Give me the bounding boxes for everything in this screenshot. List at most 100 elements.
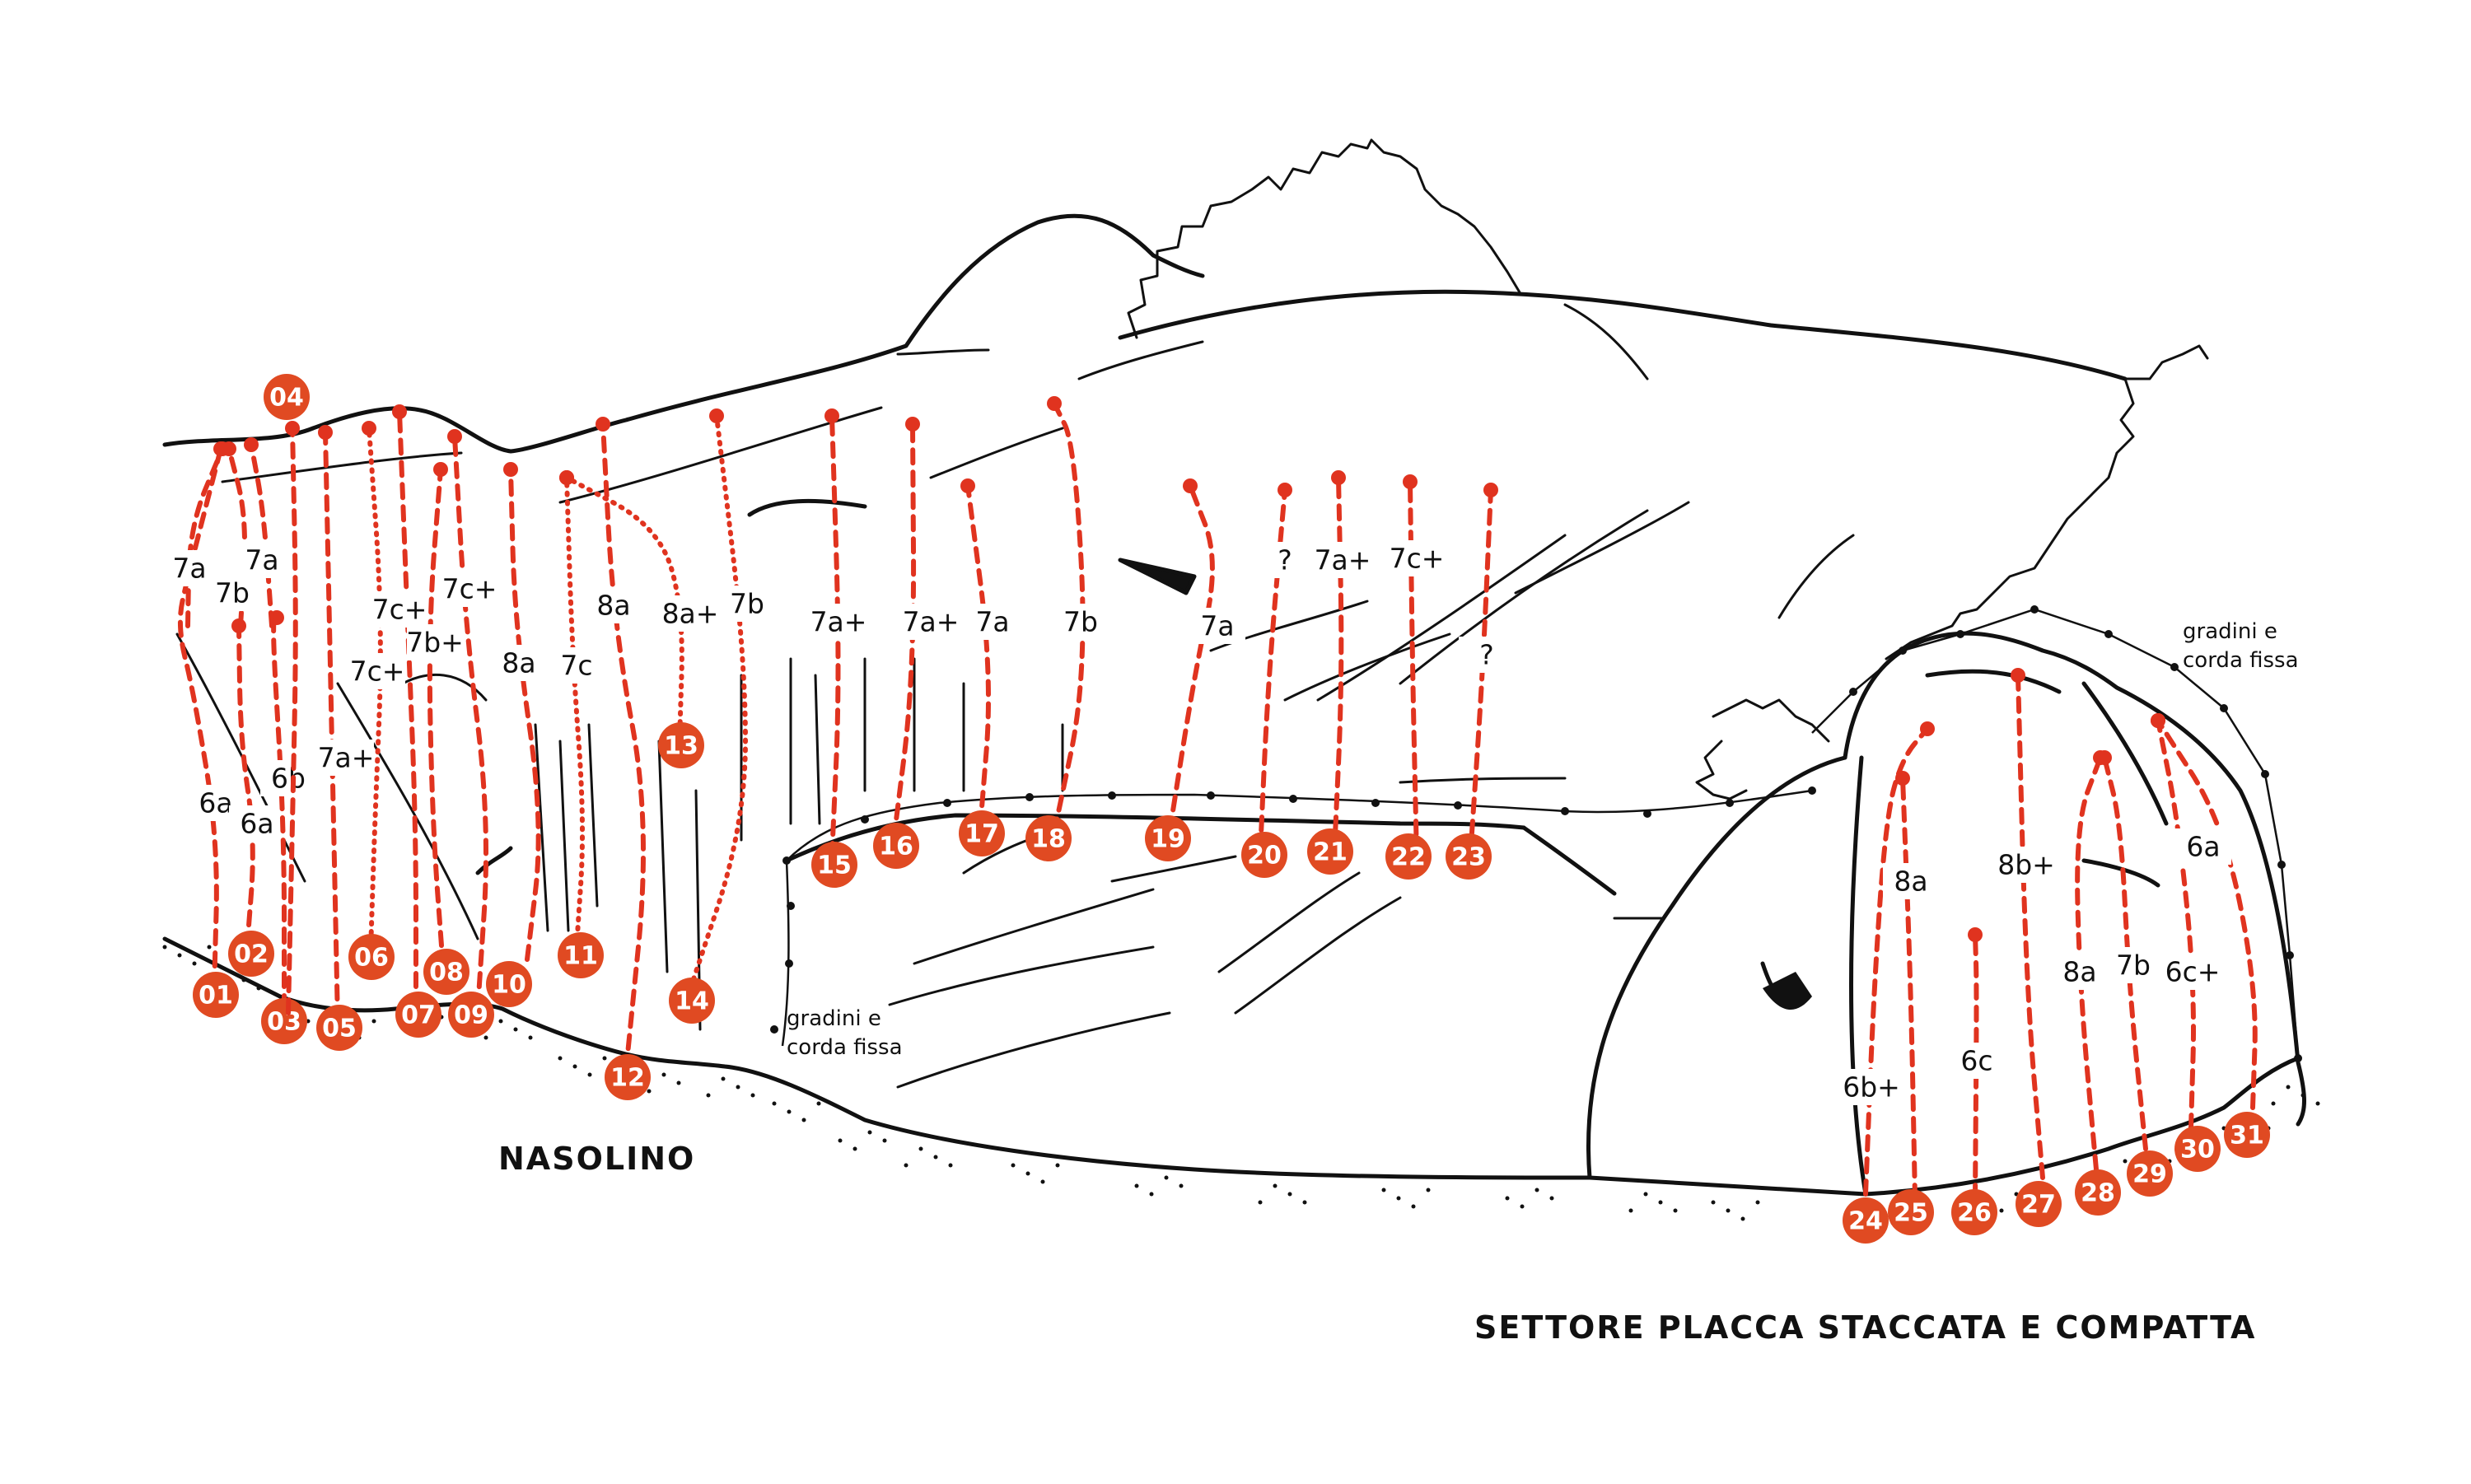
route-badge — [1385, 833, 1432, 880]
route-top-anchor — [824, 408, 839, 423]
rope-point — [1289, 795, 1297, 803]
rope-point — [1561, 807, 1569, 815]
route-badge — [959, 810, 1005, 856]
route-badge — [1241, 832, 1287, 878]
route-badge — [448, 992, 494, 1038]
ground-dot — [1396, 1196, 1401, 1201]
route-line — [685, 413, 749, 999]
route-top-anchor — [960, 478, 975, 493]
grade-bg — [1949, 1043, 2005, 1079]
ground-dot — [498, 1019, 503, 1024]
route-top-anchor — [222, 441, 236, 456]
grade-bg — [1189, 608, 1245, 644]
ground-dot — [207, 945, 212, 950]
ground-dot — [1673, 1208, 1678, 1213]
rope-point — [1643, 810, 1651, 818]
ground-dot — [1381, 1188, 1386, 1192]
grade-bg — [349, 653, 405, 689]
route-badge — [1888, 1189, 1934, 1235]
route-badge — [2127, 1150, 2173, 1197]
route-grade: 8a — [2062, 956, 2096, 988]
route-04: 04 — [264, 374, 310, 1015]
ground-dot — [528, 1035, 533, 1040]
rope-point — [1207, 791, 1215, 800]
grade-bg — [491, 645, 547, 681]
ground-dot — [587, 1072, 592, 1077]
rock-outline — [162, 138, 2306, 1197]
route-top-anchor — [503, 462, 518, 477]
sector-title-right: SETTORE PLACCA STACCATA E COMPATTA — [1474, 1309, 2256, 1346]
grade-bg — [810, 604, 866, 640]
grade-bg — [719, 586, 775, 622]
ground-dot — [918, 1146, 923, 1151]
ground-dot — [852, 1146, 857, 1151]
route-number: 29 — [2132, 1160, 2167, 1189]
route-grade: 7c+ — [350, 656, 405, 688]
route-15: 7a+15 — [810, 408, 866, 888]
route-number: 27 — [2021, 1191, 2056, 1220]
grade-bg — [1053, 604, 1109, 640]
route-badge — [486, 961, 532, 1007]
ground-dot — [882, 1138, 887, 1143]
route-number: 16 — [879, 833, 913, 861]
ground-dot — [948, 1163, 953, 1168]
route-badge — [669, 978, 715, 1024]
route-badge — [558, 932, 604, 978]
grade-bg — [1459, 637, 1515, 673]
route-number: 15 — [817, 852, 852, 880]
route-08: 7b+08 — [406, 462, 469, 995]
ground-dot — [676, 1080, 681, 1085]
ground-dot — [816, 1101, 821, 1106]
route-grade: 7a — [245, 544, 278, 576]
ground-dot — [1179, 1183, 1184, 1188]
ground-dot — [1726, 1208, 1731, 1213]
ground-dot — [904, 1163, 909, 1168]
route-line — [564, 475, 585, 950]
ground-dot — [772, 1101, 777, 1106]
route-20: ?20 — [1241, 483, 1313, 878]
route-grade: 7a — [172, 553, 206, 585]
route-number: 31 — [2230, 1122, 2264, 1150]
route-grade: 7b — [730, 588, 764, 620]
ground-dot — [838, 1138, 843, 1143]
ground-dot — [736, 1085, 740, 1090]
ground-dot — [1999, 1208, 2004, 1213]
rope-point — [1726, 799, 1734, 807]
ground-dot — [513, 1027, 518, 1032]
rope-point — [1849, 688, 1857, 696]
route-top-anchor — [433, 462, 448, 477]
grade-bg — [407, 624, 463, 660]
route-grade: 8a+ — [662, 598, 719, 630]
route-grade: 7c+ — [442, 573, 497, 605]
route-number: 25 — [1894, 1199, 1928, 1228]
route-line — [2156, 718, 2196, 1131]
ground-dot — [2315, 1101, 2320, 1106]
rope-point — [2220, 704, 2228, 712]
route-09: 7c+09 — [441, 429, 497, 1038]
route-top-anchor — [596, 417, 610, 432]
rope-point — [1108, 791, 1116, 800]
ground-dot — [1505, 1196, 1510, 1201]
rope-point — [2277, 861, 2286, 869]
route-16: 7a+16 — [873, 417, 959, 869]
ground-dot — [1628, 1208, 1633, 1213]
route-grade: ? — [1479, 639, 1494, 671]
ground-dot — [933, 1155, 938, 1160]
route-number: 05 — [322, 1015, 357, 1043]
fixed-rope-left — [770, 786, 1816, 1047]
rope-point — [1956, 630, 1964, 638]
route-grade: 7b — [215, 577, 250, 609]
fixed-rope-right — [1811, 605, 2302, 1062]
ground-dot — [602, 1056, 607, 1061]
route-number: 12 — [610, 1064, 645, 1093]
route-badge — [2174, 1126, 2221, 1172]
route-badge — [1951, 1189, 1997, 1235]
ground-dot — [1711, 1200, 1716, 1205]
route-number: 22 — [1391, 843, 1426, 872]
route-number: 26 — [1957, 1199, 1992, 1228]
grade-bg — [318, 740, 374, 776]
route-badge — [605, 1054, 651, 1100]
